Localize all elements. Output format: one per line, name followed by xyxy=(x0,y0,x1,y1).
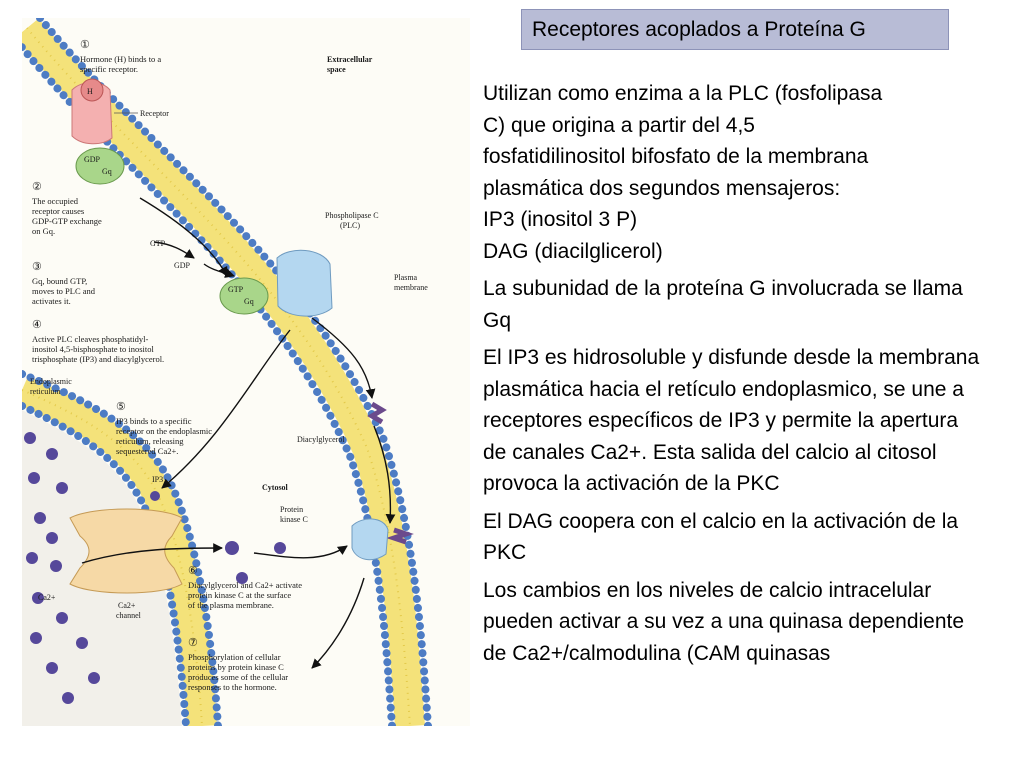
receptor-label: Receptor xyxy=(140,109,169,118)
intro-line: fosfatidilinositol bifosfato de la membr… xyxy=(483,145,869,168)
ca-label: Ca2+ xyxy=(38,593,56,602)
plc-label: Phospholipase C xyxy=(325,211,379,220)
svg-text:receptor on the endoplasmic: receptor on the endoplasmic xyxy=(116,426,212,436)
svg-text:(PLC): (PLC) xyxy=(340,221,360,230)
g-protein-inactive: GDP Gq xyxy=(75,147,125,185)
svg-text:produces some of the cellular: produces some of the cellular xyxy=(188,672,288,682)
dag-molecule-pkc xyxy=(386,527,414,545)
svg-text:sequestered Ca2+.: sequestered Ca2+. xyxy=(116,446,178,456)
intro-line: C) que origina a partir del 4,5 xyxy=(483,113,755,137)
svg-text:⑥: ⑥ xyxy=(188,565,198,577)
intro-line: DAG (diacilglicerol) xyxy=(483,239,663,263)
dag-label: Diacylglycerol xyxy=(297,435,345,444)
dag-molecule xyxy=(367,401,387,425)
plasma-membrane-label: Plasma xyxy=(394,273,418,282)
step-4-text: ④ Active PLC cleaves phosphatidyl- inosi… xyxy=(32,319,164,364)
svg-text:protein kinase C at the surfac: protein kinase C at the surface xyxy=(188,590,291,600)
svg-text:①: ① xyxy=(80,39,90,51)
ip3-molecule xyxy=(150,491,160,501)
ip3-paragraph: El IP3 es hidrosoluble y disfunde desde … xyxy=(483,346,980,495)
svg-text:②: ② xyxy=(32,181,42,193)
svg-text:channel: channel xyxy=(116,611,142,620)
extracellular-label: Extracellular xyxy=(327,55,373,64)
gq-paragraph: La subunidad de la proteína G involucrad… xyxy=(483,277,963,332)
plasma-membrane xyxy=(22,18,432,726)
svg-text:The occupied: The occupied xyxy=(32,196,79,206)
step-7-text: ⑦ Phosphorylation of cellular proteins b… xyxy=(188,637,288,692)
svg-text:on Gq.: on Gq. xyxy=(32,226,55,236)
slide-body: Utilizan como enzima a la PLC (fosfolipa… xyxy=(483,78,983,675)
intro-line: IP3 (inositol 3 P) xyxy=(483,208,638,231)
svg-text:activates it.: activates it. xyxy=(32,296,71,306)
svg-text:Hormone (H) binds to a: Hormone (H) binds to a xyxy=(80,54,161,64)
cytosol-label: Cytosol xyxy=(262,483,289,492)
svg-text:④: ④ xyxy=(32,319,42,331)
step-1-text: ① Hormone (H) binds to a specific recept… xyxy=(80,39,161,74)
svg-text:reticulum, releasing: reticulum, releasing xyxy=(116,436,184,446)
ip3-label: IP3 xyxy=(152,475,163,484)
step-5-text: ⑤ IP3 binds to a specific receptor on th… xyxy=(116,401,212,456)
svg-text:proteins by protein kinase C: proteins by protein kinase C xyxy=(188,662,284,672)
svg-text:specific receptor.: specific receptor. xyxy=(80,64,138,74)
calcium-ions xyxy=(24,432,286,704)
svg-text:GDP-GTP exchange: GDP-GTP exchange xyxy=(32,216,102,226)
pkc-label: Protein xyxy=(280,505,303,514)
svg-text:Gq: Gq xyxy=(102,167,112,176)
phospholipase-c xyxy=(276,249,333,317)
gtp-label: GTP xyxy=(150,239,166,248)
svg-text:Gq: Gq xyxy=(244,297,254,306)
svg-text:responses to the hormone.: responses to the hormone. xyxy=(188,682,277,692)
svg-text:membrane: membrane xyxy=(394,283,428,292)
svg-text:reticulum: reticulum xyxy=(30,387,61,396)
step-3-text: ③ Gq, bound GTP, moves to PLC and activa… xyxy=(32,261,96,306)
er-label: Endoplasmic xyxy=(30,377,72,386)
slide-title: Receptores acoplados a Proteína G xyxy=(521,9,949,50)
svg-text:H: H xyxy=(87,87,93,96)
gdp-label: GDP xyxy=(174,261,191,270)
protein-kinase-c xyxy=(351,518,389,561)
step-6-text: ⑥ Diacylglycerol and Ca2+ activate prote… xyxy=(188,565,302,610)
pathway-arrows xyxy=(81,197,396,669)
calcium-paragraph: Los cambios en los niveles de calcio int… xyxy=(483,578,965,665)
intro-line: Utilizan como enzima a la PLC (fosfolipa… xyxy=(483,82,883,105)
ca-channel-label: Ca2+ xyxy=(118,601,136,610)
dag-paragraph: El DAG coopera con el calcio en la activ… xyxy=(483,509,959,565)
svg-text:Active PLC cleaves phosphatidy: Active PLC cleaves phosphatidyl- xyxy=(32,334,149,344)
svg-text:Phosphorylation of cellular: Phosphorylation of cellular xyxy=(188,652,281,662)
g-protein-active: GTP Gq xyxy=(219,277,269,315)
svg-text:GDP: GDP xyxy=(84,155,101,164)
svg-text:inositol 4,5-bisphosphate to i: inositol 4,5-bisphosphate to inositol xyxy=(32,344,154,354)
svg-text:IP3 binds to a specific: IP3 binds to a specific xyxy=(116,416,192,426)
hormone-icon xyxy=(80,78,104,102)
svg-text:Diacylglycerol and Ca2+ activa: Diacylglycerol and Ca2+ activate xyxy=(188,580,302,590)
svg-text:Gq, bound GTP,: Gq, bound GTP, xyxy=(32,276,87,286)
step-2-text: ② The occupied receptor causes GDP-GTP e… xyxy=(32,181,102,236)
svg-text:⑤: ⑤ xyxy=(116,401,126,413)
svg-text:moves to PLC and: moves to PLC and xyxy=(32,286,96,296)
svg-text:space: space xyxy=(327,65,346,74)
svg-text:GTP: GTP xyxy=(228,285,244,294)
svg-text:of the plasma membrane.: of the plasma membrane. xyxy=(188,600,274,610)
calcium-channel xyxy=(69,508,183,594)
svg-text:③: ③ xyxy=(32,261,42,273)
svg-text:trisphosphate (IP3) and diacyl: trisphosphate (IP3) and diacylglycerol. xyxy=(32,354,164,364)
intro-paragraph: Utilizan como enzima a la PLC (fosfolipa… xyxy=(483,78,983,267)
svg-text:kinase C: kinase C xyxy=(280,515,308,524)
svg-text:receptor causes: receptor causes xyxy=(32,206,84,216)
receptor: H xyxy=(71,78,113,145)
svg-text:⑦: ⑦ xyxy=(188,637,198,649)
intro-line: plasmática dos segundos mensajeros: xyxy=(483,176,841,200)
signaling-pathway-figure: H GDP Gq GTP Gq xyxy=(22,18,470,726)
